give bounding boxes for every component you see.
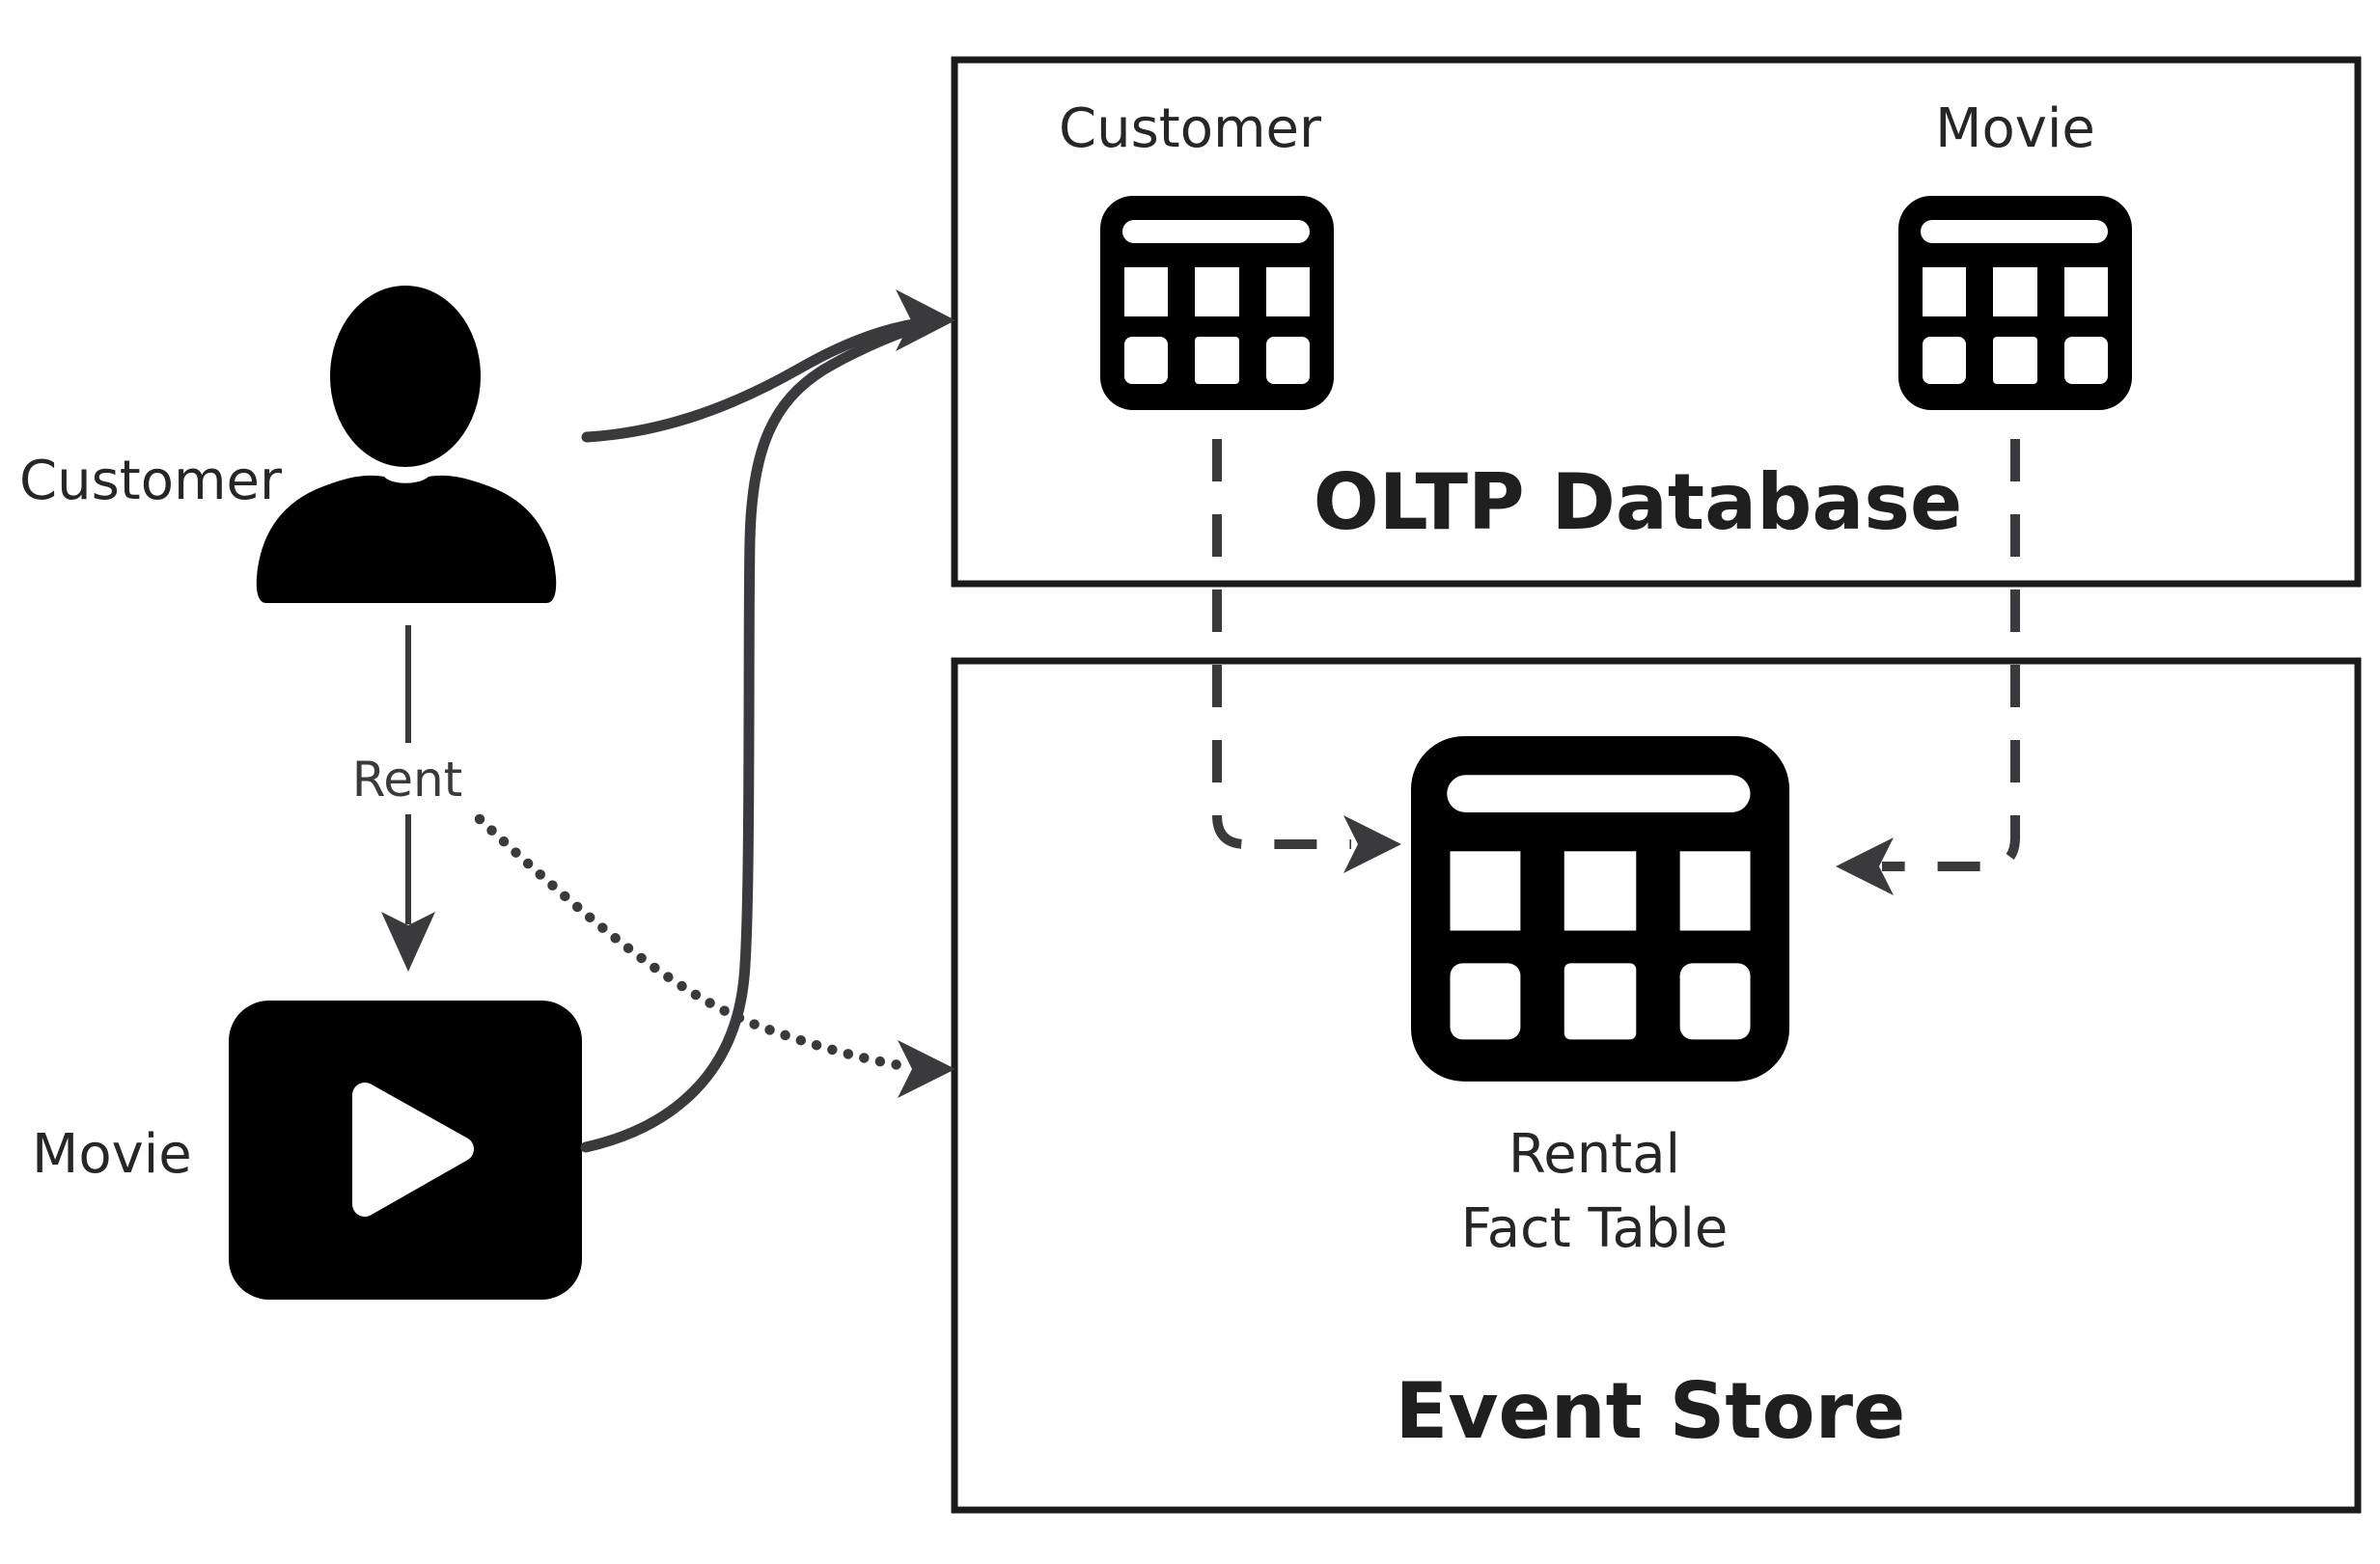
- rental-fact-table-icon: [1411, 736, 1790, 1082]
- play-icon: [352, 1083, 474, 1217]
- customer-table-to-fact-dashed-arrow: [1212, 439, 1401, 873]
- oltp-movie-table-label: Movie: [1935, 97, 2095, 160]
- fact-table-label-line1: Rental: [1508, 1123, 1680, 1186]
- oltp-customer-table-label: Customer: [1059, 97, 1322, 160]
- movie-to-oltp-curve-arrow: [580, 289, 955, 1153]
- movie-table-icon: [1898, 196, 2132, 410]
- customer-to-oltp-curve-arrow: [581, 316, 940, 443]
- rent-to-event-store-dotted-arrow: [474, 813, 955, 1098]
- fact-table-label-line2: Fact Table: [1461, 1197, 1729, 1260]
- movie-player-icon: [229, 1001, 582, 1300]
- oltp-database-title: OLTP Database: [1314, 457, 1963, 547]
- event-store-arrowhead-icon: [898, 1040, 955, 1098]
- event-store-title: Event Store: [1396, 1366, 1906, 1456]
- person-icon: [256, 286, 557, 603]
- dashed-arrowhead-left-icon: [1836, 837, 1894, 895]
- rent-arrowhead-icon: [381, 912, 435, 972]
- rent-arrow: [355, 625, 463, 972]
- oltp-arrowhead-icon: [896, 289, 955, 351]
- movie-table-to-fact-dashed-arrow: [1836, 439, 2020, 895]
- customer-actor-label: Customer: [19, 450, 283, 512]
- customer-table-icon: [1100, 196, 1334, 410]
- dashed-arrowhead-right-icon: [1343, 815, 1401, 873]
- movie-actor-label: Movie: [32, 1123, 192, 1186]
- rent-label: Rent: [352, 752, 463, 808]
